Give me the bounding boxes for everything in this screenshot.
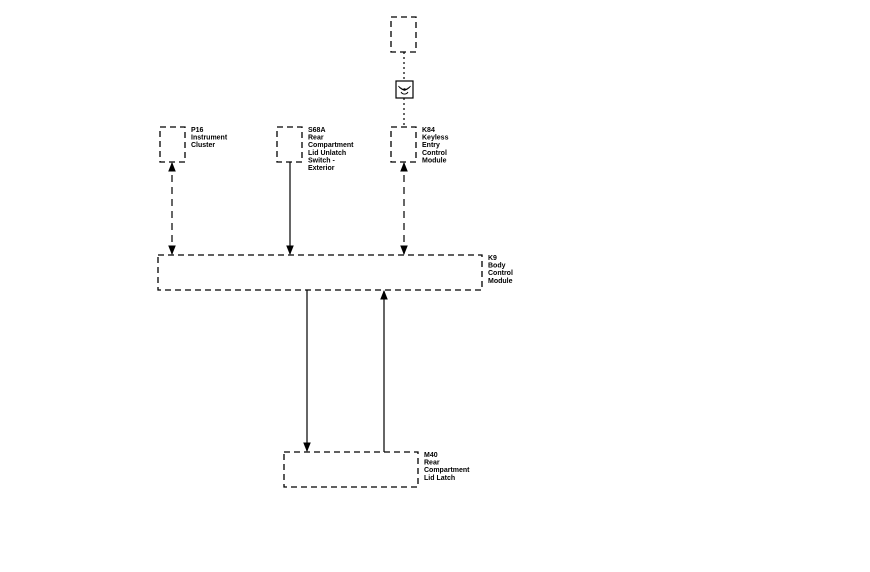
antenna-icon	[395, 80, 414, 99]
p16-label: P16 Instrument Cluster	[191, 127, 229, 149]
k9-label: K9 Body Control Module	[488, 255, 515, 285]
s68a-switch-box	[276, 126, 303, 163]
p16-instrument-cluster-box	[159, 126, 186, 163]
top-module-box	[390, 16, 417, 53]
s68a-label: S68A Rear Compartment Lid Unlatch Switch…	[308, 127, 355, 172]
k84-keyless-entry-box	[390, 126, 417, 163]
k84-label: K84 Keyless Entry Control Module	[422, 127, 450, 164]
k9-body-control-module-box	[157, 254, 483, 291]
m40-label: M40 Rear Compartment Lid Latch	[424, 452, 471, 482]
m40-lid-latch-box	[283, 451, 419, 488]
